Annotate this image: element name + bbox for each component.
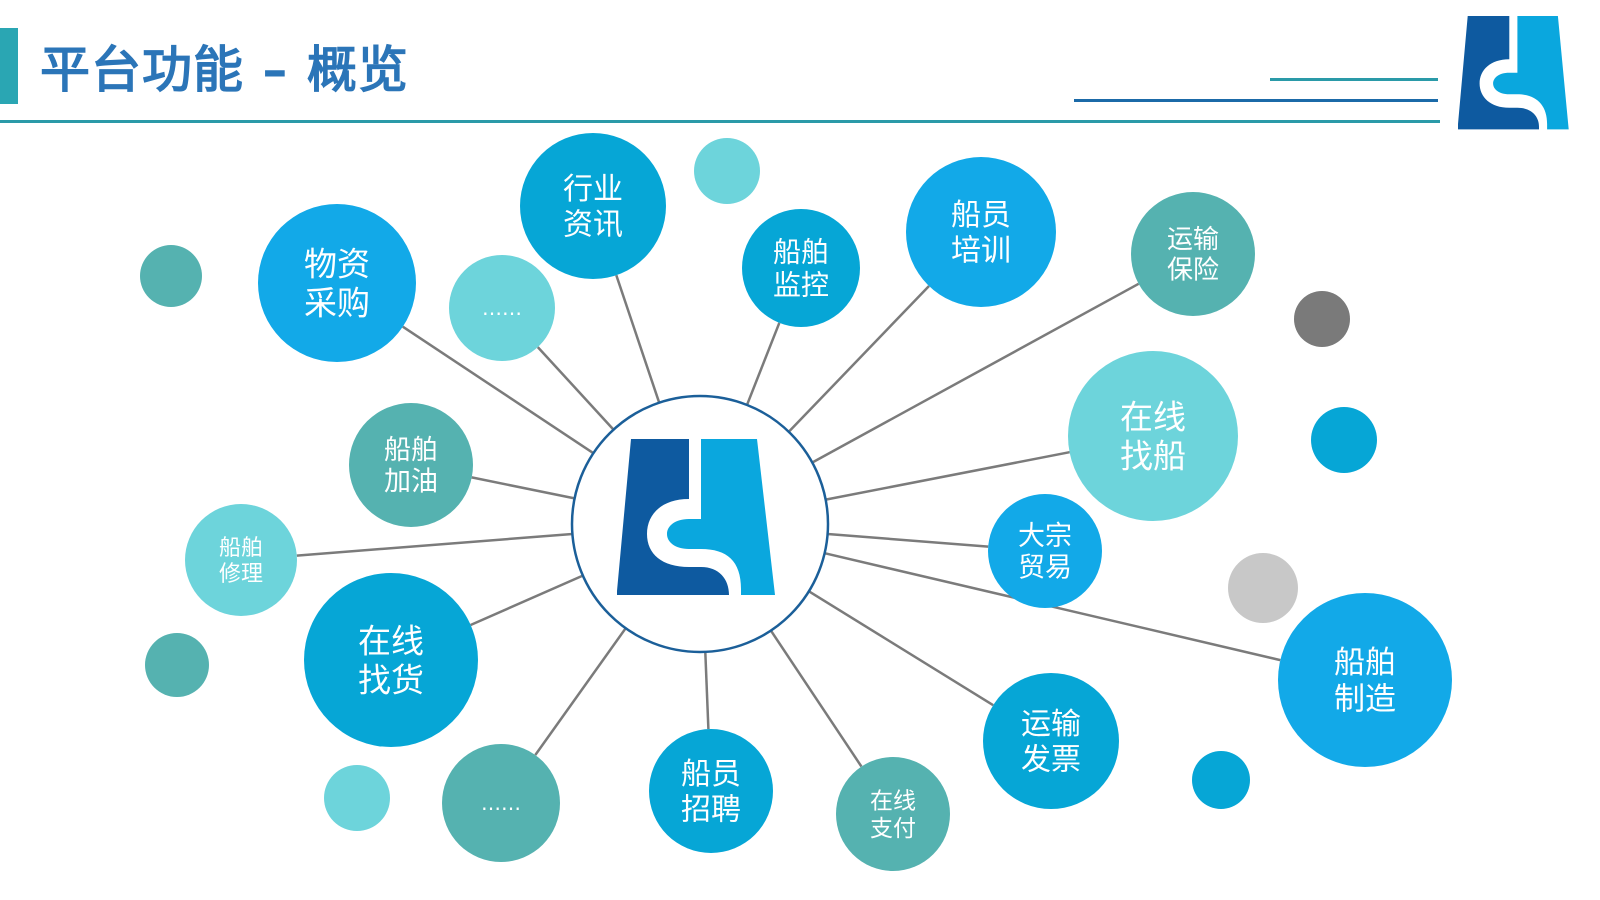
- node-circle: [304, 573, 478, 747]
- connector-line: [704, 651, 710, 730]
- node-label: 保险: [1167, 256, 1219, 286]
- connector-line: [827, 532, 989, 548]
- node-label: 支付: [870, 816, 916, 842]
- node-circle: [983, 673, 1119, 809]
- connector-line: [745, 322, 781, 406]
- node-circle: [349, 403, 473, 527]
- node-label: 贸易: [1018, 553, 1072, 584]
- connector-line: [470, 574, 584, 627]
- node-circle: [185, 504, 297, 616]
- decor-circle: [140, 245, 202, 307]
- node-label: 采购: [304, 283, 370, 322]
- node-label: 大宗: [1018, 521, 1072, 552]
- connector-line: [825, 450, 1070, 501]
- node-circle: [1068, 351, 1238, 521]
- decor-circle: [694, 138, 760, 204]
- node-circle: [742, 209, 860, 327]
- center-logo-left-shape: [617, 439, 729, 595]
- node-label: 在线: [1120, 397, 1186, 436]
- node-circle: [1278, 593, 1452, 767]
- connector-line: [402, 325, 595, 455]
- node-label: 找货: [358, 660, 424, 699]
- page-title: 平台功能 – 概览: [40, 41, 409, 99]
- node-label: 船舶: [219, 536, 263, 561]
- connector-line: [787, 285, 930, 433]
- node-label: 运输: [1021, 707, 1081, 742]
- decor-circle: [145, 633, 209, 697]
- node-label: 行业: [563, 172, 623, 207]
- node-label: 船舶: [773, 236, 829, 269]
- node-label: 在线: [358, 621, 424, 660]
- function-nodes: 物资采购行业资讯船舶监控船员培训运输保险在线找船大宗贸易船舶制造运输发票在线支付…: [185, 133, 1452, 871]
- node-label: 制造: [1334, 681, 1396, 717]
- center-logo-right-shape: [667, 439, 775, 595]
- node-label: 加油: [384, 467, 438, 498]
- header-divider: [0, 120, 1440, 123]
- connector-line: [534, 627, 627, 756]
- header-deco-line-1: [1270, 78, 1438, 81]
- node-label: 船舶: [1334, 645, 1396, 681]
- node-label: 物资: [304, 244, 370, 283]
- node-label: 船舶: [384, 435, 438, 466]
- node-circle: [1131, 192, 1255, 316]
- node-more_top: ……: [449, 255, 555, 361]
- decor-circle: [1228, 553, 1298, 623]
- node-circle: [520, 133, 666, 279]
- node-label: 在线: [870, 789, 916, 815]
- connector-line: [769, 629, 863, 768]
- center-hub: [570, 394, 830, 654]
- node-label: ……: [481, 791, 521, 815]
- node-circle: [988, 494, 1102, 608]
- node-label: 找船: [1120, 436, 1186, 475]
- node-label: 资讯: [563, 208, 623, 243]
- node-label: 培训: [951, 234, 1011, 269]
- decor-circle: [324, 765, 390, 831]
- node-label: 运输: [1167, 225, 1219, 255]
- node-label: 船员: [951, 198, 1011, 233]
- connector-line: [471, 476, 575, 500]
- connector-line: [615, 274, 661, 404]
- node-label: ……: [482, 296, 522, 320]
- connector-line: [808, 590, 994, 707]
- title-accent-bar: [0, 28, 18, 104]
- node-circle: [649, 729, 773, 853]
- connector-line: [536, 346, 615, 431]
- decor-circle: [1192, 751, 1250, 809]
- connector-line: [811, 282, 1140, 464]
- node-label: 监控: [773, 269, 829, 302]
- connector-lines: [296, 274, 1281, 768]
- decor-circle: [1294, 291, 1350, 347]
- node-circle: [442, 744, 560, 862]
- node-circle: [449, 255, 555, 361]
- node-label: 发票: [1021, 743, 1081, 778]
- decor-circle: [1311, 407, 1377, 473]
- node-circle: [836, 757, 950, 871]
- decor-circles: [140, 138, 1377, 831]
- node-label: 修理: [219, 562, 263, 587]
- node-label: 船员: [681, 757, 741, 792]
- connector-line: [296, 532, 573, 557]
- node-more_bottom: ……: [442, 744, 560, 862]
- node-label: 招聘: [681, 793, 741, 828]
- node-circle: [906, 157, 1056, 307]
- header-deco-line-2: [1074, 99, 1438, 102]
- node-circle: [258, 204, 416, 362]
